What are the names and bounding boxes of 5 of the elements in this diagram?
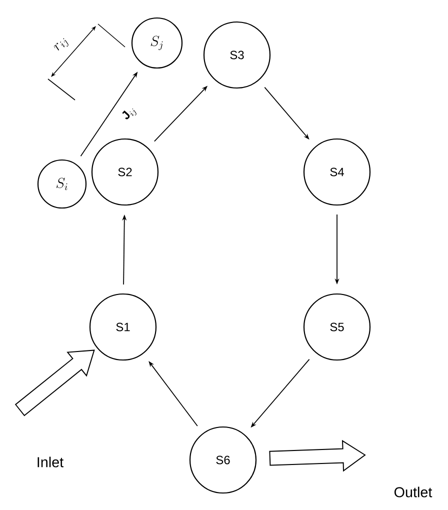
edge-label: $\mathbf{J}_{ij}$ [122, 108, 136, 120]
flow-label: Outlet [394, 486, 432, 498]
flow-label: Inlet [38, 456, 64, 468]
dimension-label: $r_{ij}$ [54, 38, 68, 50]
block-arrow [269, 440, 366, 472]
